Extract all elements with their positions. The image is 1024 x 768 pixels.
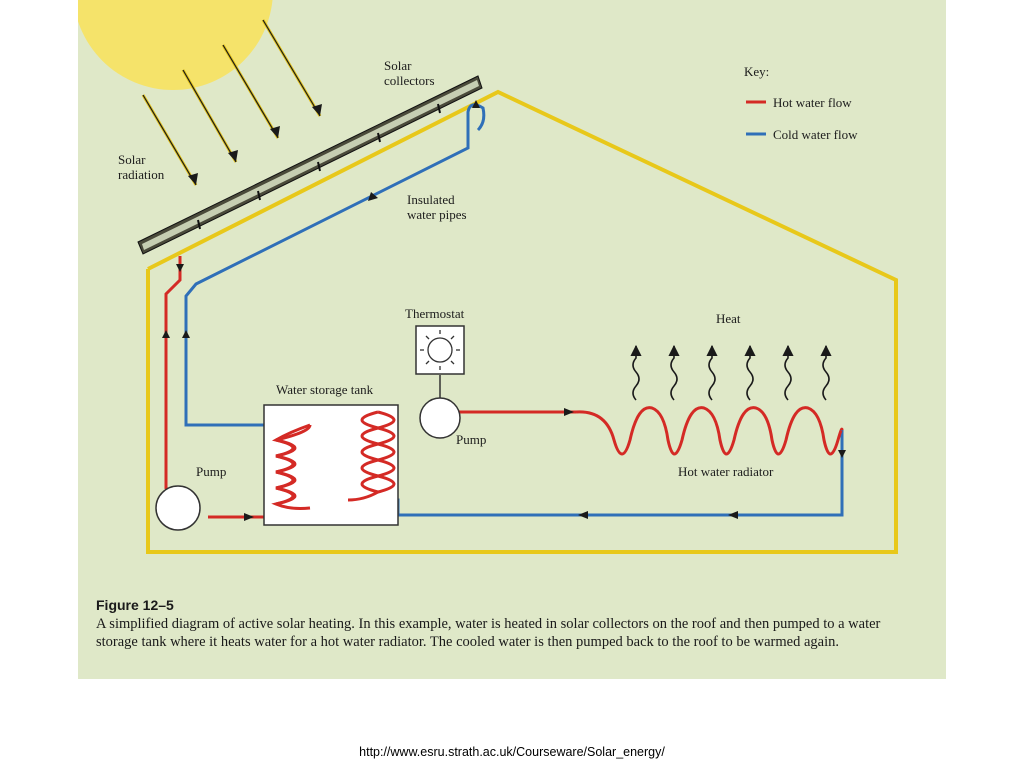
figure-scan: Solar collectors Solar radiation Insulat… bbox=[78, 0, 946, 679]
hot-pipe-collector bbox=[164, 256, 182, 500]
key-cold-label: Cold water flow bbox=[773, 127, 858, 142]
thermostat bbox=[415, 325, 465, 375]
label-solar-radiation: Solar radiation bbox=[118, 152, 164, 182]
figure-caption: Figure 12–5 A simplified diagram of acti… bbox=[96, 596, 916, 652]
label-insulated-pipes-line1: Insulated bbox=[407, 192, 455, 207]
house-outline bbox=[146, 89, 898, 554]
label-solar-collectors-line1: Solar bbox=[384, 58, 412, 73]
key-title: Key: bbox=[744, 64, 770, 79]
solar-collector-panel bbox=[137, 75, 483, 255]
solar-radiation-rays bbox=[141, 19, 322, 186]
flow-arrows bbox=[162, 100, 846, 521]
label-thermostat: Thermostat bbox=[405, 306, 465, 321]
figure-number: Figure 12–5 bbox=[96, 597, 174, 613]
label-water-storage-tank: Water storage tank bbox=[276, 382, 374, 397]
solar-heating-diagram bbox=[78, 0, 898, 554]
water-storage-tank bbox=[263, 404, 399, 526]
label-pump-left: Pump bbox=[196, 464, 227, 479]
label-pump-right: Pump bbox=[456, 432, 487, 447]
label-hot-water-radiator: Hot water radiator bbox=[678, 464, 774, 479]
pump-left bbox=[155, 485, 201, 531]
sun-icon bbox=[78, 0, 273, 90]
label-insulated-pipes: Insulated water pipes bbox=[407, 192, 467, 222]
heat-wave-arrows bbox=[630, 344, 832, 401]
label-solar-radiation-line1: Solar bbox=[118, 152, 146, 167]
key-hot-label: Hot water flow bbox=[773, 95, 852, 110]
source-url[interactable]: http://www.esru.strath.ac.uk/Courseware/… bbox=[359, 745, 665, 759]
label-solar-collectors-line2: collectors bbox=[384, 73, 435, 88]
ray-arrowheads bbox=[188, 104, 322, 185]
label-insulated-pipes-line2: water pipes bbox=[407, 207, 467, 222]
hot-water-radiator-coil bbox=[575, 406, 844, 456]
label-solar-collectors: Solar collectors bbox=[384, 58, 435, 88]
label-solar-radiation-line2: radiation bbox=[118, 167, 165, 182]
label-heat: Heat bbox=[716, 311, 741, 326]
pump-right bbox=[419, 397, 461, 439]
caption-text: A simplified diagram of active solar hea… bbox=[96, 615, 881, 651]
